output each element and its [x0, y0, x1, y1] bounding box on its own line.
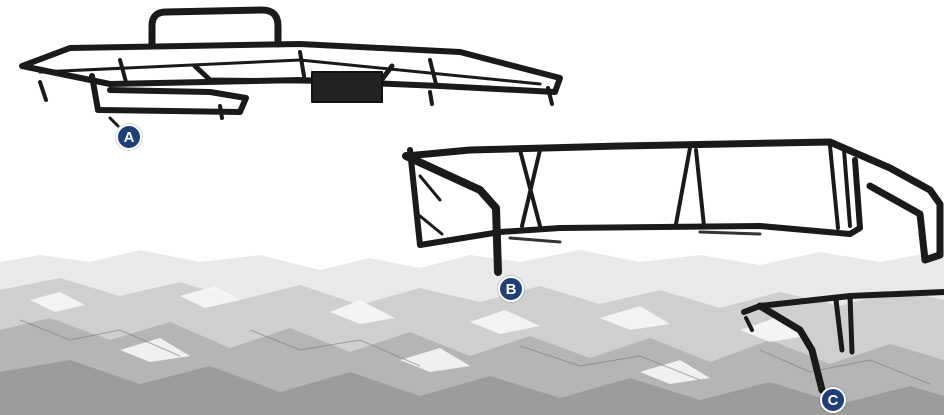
rear-rack	[741, 289, 944, 394]
roof-rack	[19, 6, 563, 128]
callout-badge-a: A	[116, 124, 142, 150]
callout-badge-b: B	[498, 276, 524, 302]
mountain-backdrop	[0, 250, 944, 415]
bed-rack	[402, 138, 944, 276]
callout-badge-c: C	[820, 387, 846, 413]
